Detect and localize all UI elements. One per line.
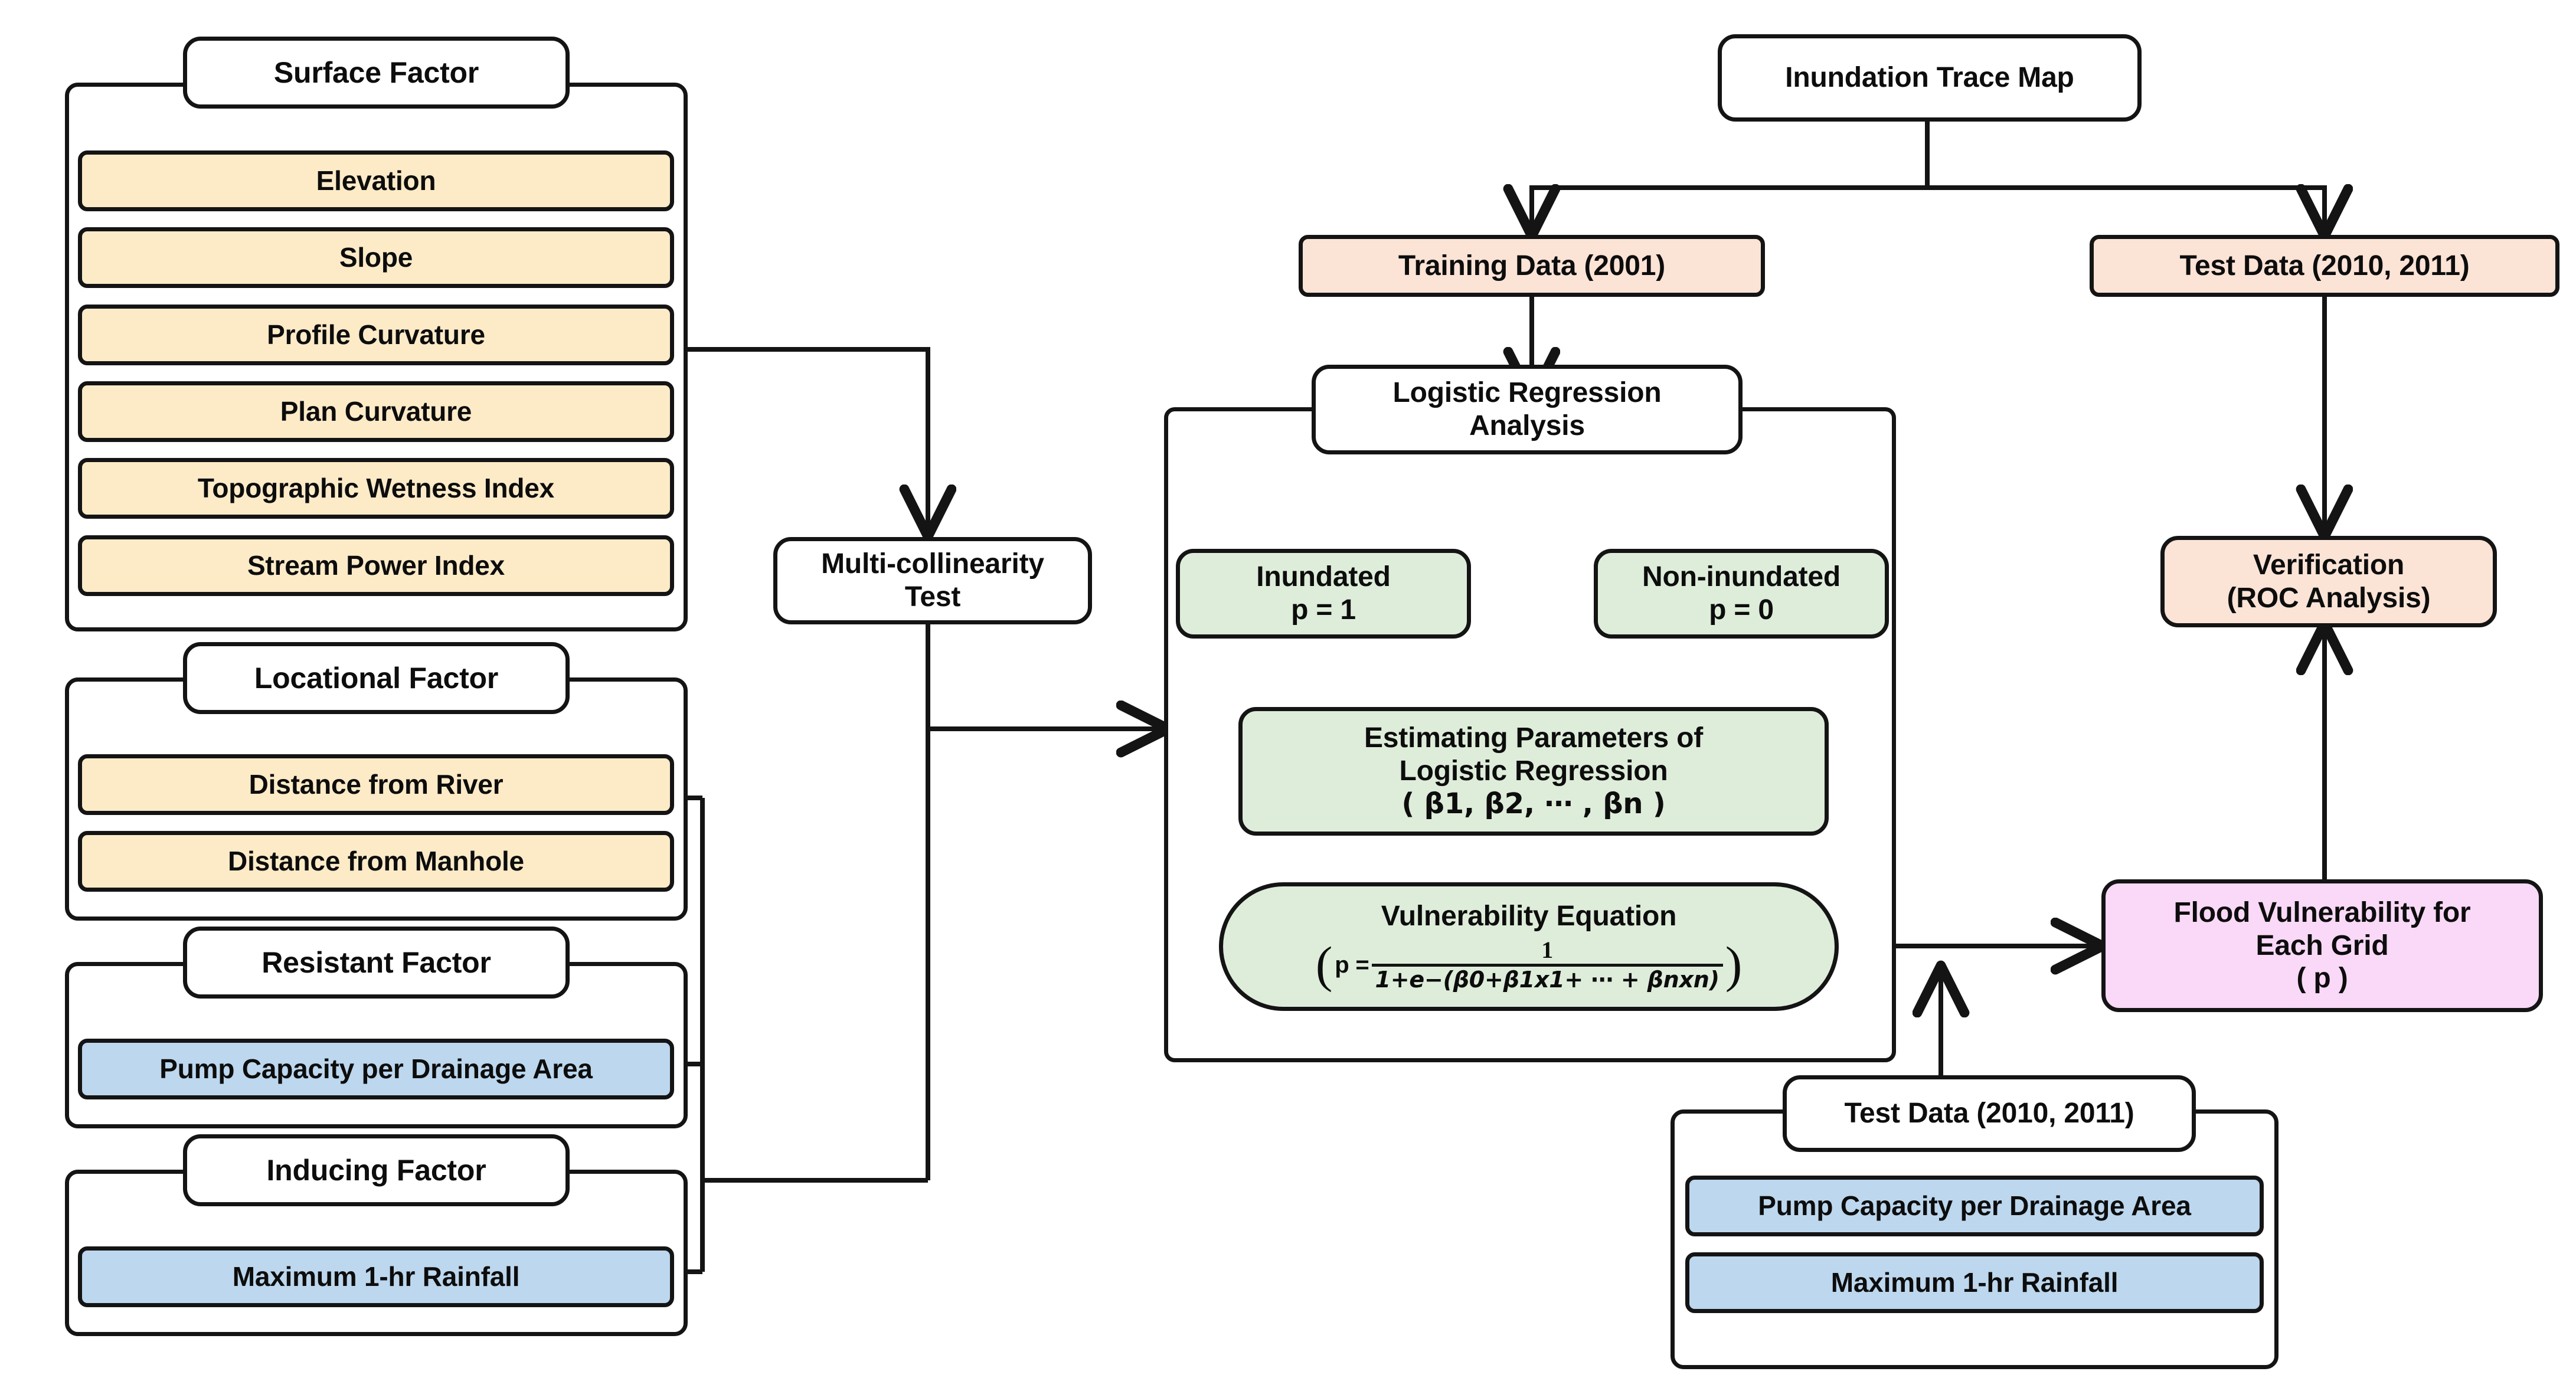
flood-line-2: Each Grid <box>2255 929 2389 961</box>
edge-itm-to-test <box>1927 188 2325 234</box>
inundated-line-2: p = 1 <box>1291 594 1356 626</box>
factor-item-pump-capacity-per-drainage-area[interactable]: Pump Capacity per Drainage Area <box>78 1039 674 1099</box>
group-title-test-data: Test Data (2010, 2011) <box>1783 1075 2196 1152</box>
group-title-locational-factor: Locational Factor <box>183 642 570 714</box>
test-data-item-pump-capacity[interactable]: Pump Capacity per Drainage Area <box>1685 1176 2264 1236</box>
mct-line-1: Multi-collinearity <box>821 548 1044 580</box>
factor-item-topographic-wetness-index[interactable]: Topographic Wetness Index <box>78 458 674 519</box>
factor-item-distance-from-manhole[interactable]: Distance from Manhole <box>78 831 674 892</box>
multi-collinearity-test-node[interactable]: Multi-collinearity Test <box>773 537 1092 624</box>
group-title-surface-factor: Surface Factor <box>183 37 570 109</box>
inundated-line-1: Inundated <box>1256 561 1391 593</box>
vulnerability-equation-formula: ( p = 1 1+e−(β0+β1x1+ ⋯ + βnxn) ) <box>1315 936 1743 993</box>
veq-numerator: 1 <box>1541 937 1554 964</box>
factor-item-stream-power-index[interactable]: Stream Power Index <box>78 535 674 596</box>
edge-itm-to-training <box>1532 121 1930 234</box>
veq-fraction: 1 1+e−(β0+β1x1+ ⋯ + βnxn) <box>1371 937 1723 993</box>
flood-line-1: Flood Vulnerability for <box>2173 896 2471 928</box>
non-inundated-line-2: p = 0 <box>1709 594 1774 626</box>
group-title-resistant-factor: Resistant Factor <box>183 927 570 999</box>
factor-item-profile-curvature[interactable]: Profile Curvature <box>78 305 674 365</box>
est-line-3: ( β1, β2, ⋯ , βn ) <box>1401 787 1666 820</box>
group-title-inducing-factor: Inducing Factor <box>183 1134 570 1206</box>
logistic-regression-analysis-node[interactable]: Logistic Regression Analysis <box>1312 365 1743 454</box>
est-line-1: Estimating Parameters of <box>1364 722 1704 754</box>
factor-item-distance-from-river[interactable]: Distance from River <box>78 754 674 815</box>
inundated-node[interactable]: Inundated p = 1 <box>1176 549 1471 639</box>
non-inundated-node[interactable]: Non-inundated p = 0 <box>1594 549 1889 639</box>
lra-line-2: Analysis <box>1469 410 1585 441</box>
est-line-2: Logistic Regression <box>1399 755 1668 787</box>
inundation-trace-map-node[interactable]: Inundation Trace Map <box>1718 34 2142 122</box>
flood-vulnerability-node[interactable]: Flood Vulnerability for Each Grid ( p ) <box>2101 879 2543 1012</box>
non-inundated-line-1: Non-inundated <box>1642 561 1841 593</box>
test-data-item-maximum-rainfall[interactable]: Maximum 1-hr Rainfall <box>1685 1252 2264 1313</box>
verification-line-1: Verification <box>2253 549 2405 581</box>
factor-item-maximum-1hr-rainfall[interactable]: Maximum 1-hr Rainfall <box>78 1246 674 1307</box>
factor-item-plan-curvature[interactable]: Plan Curvature <box>78 381 674 442</box>
lra-line-1: Logistic Regression <box>1392 377 1662 409</box>
verification-line-2: (ROC Analysis) <box>2227 582 2431 614</box>
flood-line-3: ( p ) <box>2296 963 2348 994</box>
veq-denominator: 1+e−(β0+β1x1+ ⋯ + βnxn) <box>1375 967 1719 993</box>
veq-lhs: p = <box>1335 951 1369 978</box>
verification-node[interactable]: Verification (ROC Analysis) <box>2160 536 2497 627</box>
vulnerability-equation-node[interactable]: Vulnerability Equation ( p = 1 1+e−(β0+β… <box>1219 882 1839 1011</box>
vulnerability-equation-title: Vulnerability Equation <box>1381 901 1677 932</box>
factor-item-slope[interactable]: Slope <box>78 227 674 288</box>
training-data-node[interactable]: Training Data (2001) <box>1299 235 1765 297</box>
edge-surface-to-mct <box>688 347 928 534</box>
estimating-parameters-node[interactable]: Estimating Parameters of Logistic Regres… <box>1238 707 1829 836</box>
factor-item-elevation[interactable]: Elevation <box>78 150 674 211</box>
mct-line-2: Test <box>904 581 961 613</box>
test-data-top-node[interactable]: Test Data (2010, 2011) <box>2090 235 2559 297</box>
veq-fraction-bar <box>1371 964 1723 967</box>
